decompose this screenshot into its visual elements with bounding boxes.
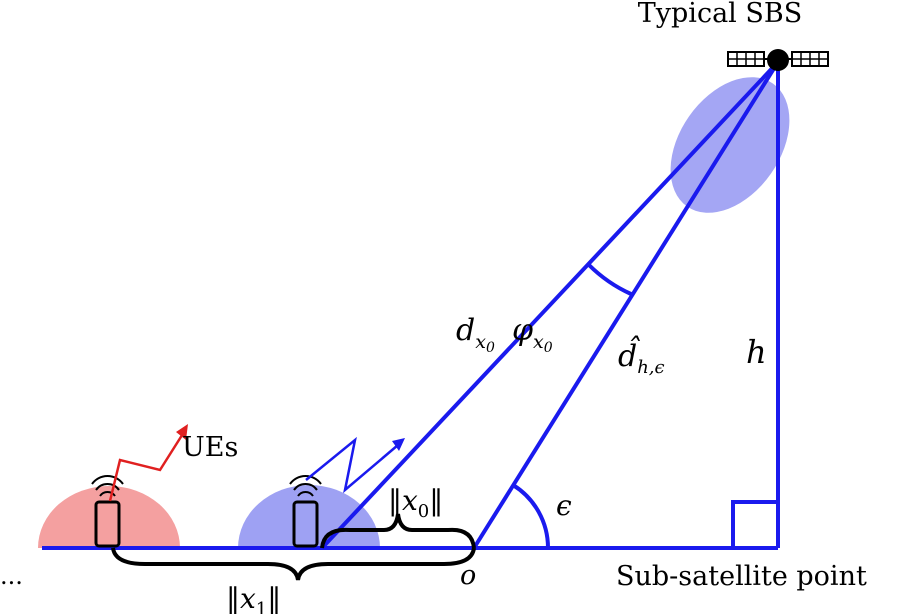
norm-x0-base: ‖x <box>388 484 418 517</box>
ue-phone-icon-red <box>91 474 124 548</box>
distance-hat-base: d̂ <box>618 335 640 374</box>
norm-x1-label: ‖x1‖ <box>226 582 281 614</box>
norm-x1-base: ‖x <box>226 582 256 614</box>
distance-main-label: dx0 <box>456 313 495 356</box>
brace-x1 <box>111 547 476 581</box>
ue-satellite-line <box>320 60 780 550</box>
sub-satellite-point-label: Sub-satellite point <box>616 561 867 592</box>
norm-x0-close: ‖ <box>429 484 443 517</box>
brace-x0 <box>320 513 476 549</box>
angle-main-label: φx0 <box>512 313 553 356</box>
height-label: h <box>746 333 767 371</box>
norm-x1-close: ‖ <box>267 582 281 614</box>
ues-label: UEs <box>182 432 238 463</box>
origin-satellite-line <box>472 60 780 550</box>
elevation-label: ϵ <box>556 489 572 522</box>
right-angle-marker <box>731 500 778 548</box>
angle-main-base: φ <box>512 313 533 348</box>
distance-main-base: d <box>456 313 475 348</box>
ellipsis-label: ... <box>0 562 23 590</box>
angle-main-subsub: 0 <box>544 340 553 356</box>
phi-arc <box>587 263 632 296</box>
blue-signal-arrow <box>305 436 405 494</box>
satellite-beam <box>670 77 790 213</box>
distance-hat-sub: h,ϵ <box>637 357 664 378</box>
origin-label: o <box>460 560 476 591</box>
norm-x0-label: ‖x0‖ <box>388 484 443 522</box>
elevation-arc <box>511 483 551 549</box>
distance-main-subsub: 0 <box>486 340 495 356</box>
ue-phone-icon-blue <box>289 474 322 548</box>
red-signal-arrow <box>108 424 188 502</box>
angle-main-sub: x <box>533 331 544 353</box>
norm-x1-sub: 1 <box>256 599 267 614</box>
satellite-icon <box>727 49 829 71</box>
norm-x0-sub: 0 <box>418 501 429 522</box>
distance-main-sub: x <box>475 331 486 353</box>
ue-coverage-red <box>38 486 180 548</box>
distance-hat-label: d̂h,ϵ <box>618 335 665 378</box>
ue-coverage-blue <box>238 485 380 548</box>
satellite-label: Typical SBS <box>638 0 802 29</box>
